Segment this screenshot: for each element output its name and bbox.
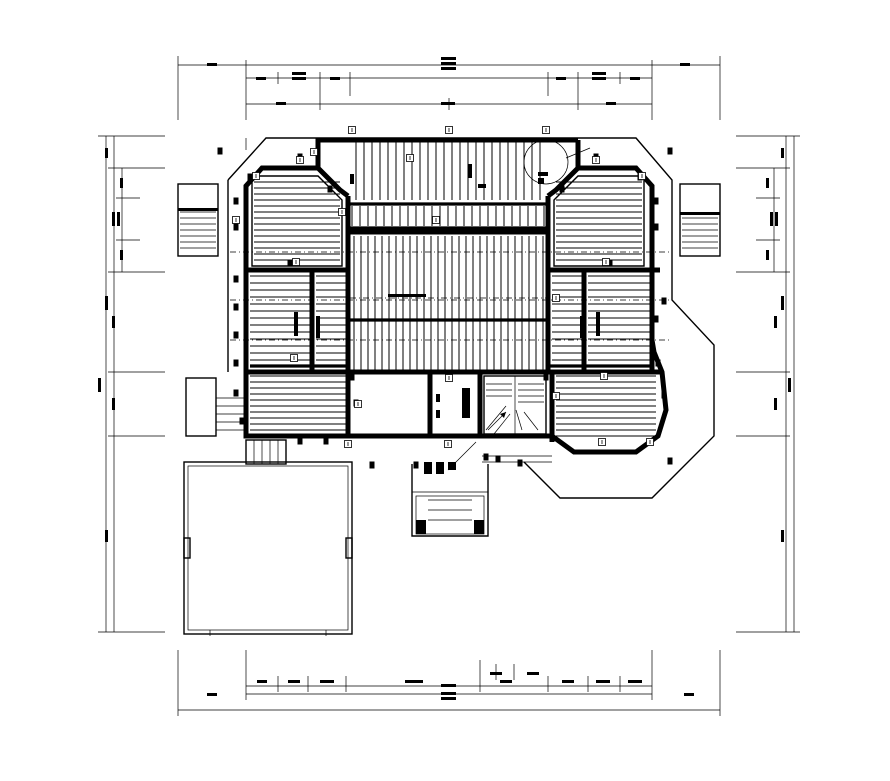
column-marker (247, 173, 253, 181)
annex-block (183, 461, 353, 636)
column-marker (543, 373, 549, 381)
main-walls (243, 137, 669, 455)
column-marker (233, 389, 239, 397)
column-marker (517, 459, 523, 467)
detail-callout-circle (523, 139, 591, 185)
left-corner-room (251, 175, 343, 267)
column-marker (233, 223, 239, 231)
column-marker (233, 359, 239, 367)
column-marker (559, 185, 565, 193)
interior-stair (483, 375, 547, 435)
column-marker (653, 197, 659, 205)
column-marker (349, 373, 355, 381)
right-corner-room (553, 175, 645, 267)
column-marker (297, 437, 303, 445)
beams (250, 202, 650, 368)
right-dimension-lines (736, 135, 800, 633)
column-marker (217, 147, 223, 155)
front-porch (411, 441, 552, 537)
column-marker (667, 457, 673, 465)
grid-lines (230, 251, 670, 341)
column-marker (327, 185, 333, 193)
floor-joists (250, 142, 656, 437)
top-dimension-lines (177, 56, 721, 120)
column-marker (323, 437, 329, 445)
column-marker (233, 331, 239, 339)
beam-symbols (294, 164, 600, 418)
column-marker (653, 223, 659, 231)
lower-left-entrance (185, 377, 287, 465)
column-marker (483, 453, 489, 461)
column-marker (287, 259, 293, 267)
left-stair (177, 183, 219, 257)
column-marker (233, 197, 239, 205)
column-marker (655, 359, 661, 367)
left-dimension-lines (98, 135, 165, 633)
column-marker (495, 455, 501, 463)
column-marker (413, 461, 419, 469)
column-marker (661, 391, 667, 399)
column-marker (239, 417, 245, 425)
column-marker (653, 315, 659, 323)
bottom-dimension-lines (177, 650, 721, 716)
column-marker (233, 303, 239, 311)
column-markers (217, 126, 673, 469)
column-marker (607, 259, 613, 267)
column-marker (233, 275, 239, 283)
column-marker (369, 461, 375, 469)
right-stair (679, 183, 721, 257)
column-marker (661, 297, 667, 305)
column-marker (667, 147, 673, 155)
